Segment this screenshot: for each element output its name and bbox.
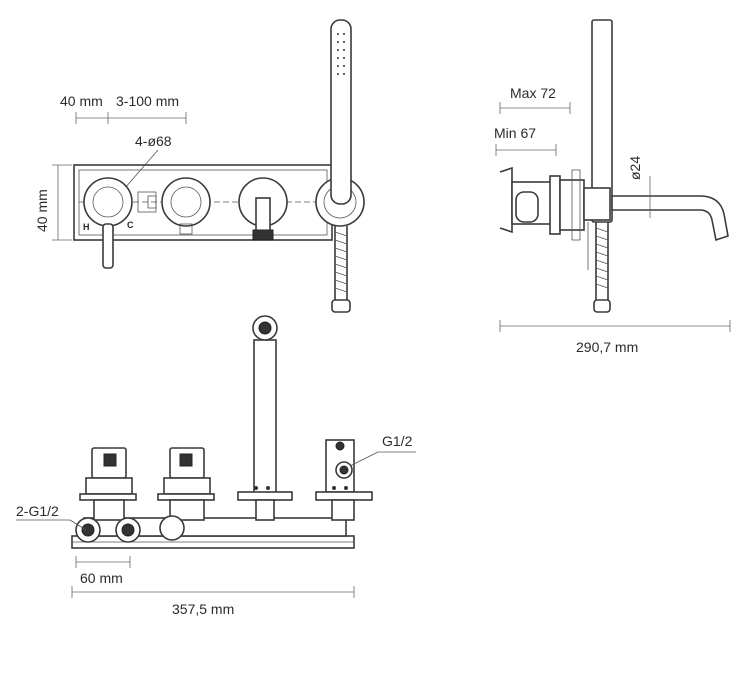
dim-outlet: G1/2 (382, 433, 413, 449)
inlet-right (115, 517, 141, 543)
inlet-leader: 2-G1/2 (16, 503, 87, 531)
min-dimension: Min 67 (494, 125, 557, 156)
front-height-dimension: 40 mm (34, 164, 72, 241)
shower-head-dots (337, 33, 345, 75)
max-dimension: Max 72 (499, 85, 571, 114)
dim-holes: 4-ø68 (135, 133, 172, 149)
front-top-dimension: 40 mm 3-100 mm (60, 93, 187, 124)
dim-diameter: ø24 (627, 156, 643, 180)
dim-height: 40 mm (34, 189, 50, 232)
bottom-valve-1 (79, 447, 137, 521)
front-spout (238, 177, 288, 241)
front-valve-2 (161, 177, 211, 235)
base-bar (71, 535, 355, 549)
cold-mark: C (127, 220, 134, 230)
inlet-left (75, 517, 101, 543)
bottom-shower-holder (315, 439, 373, 521)
bottom-valve-2 (157, 447, 215, 541)
dim-total-length: 357,5 mm (172, 601, 234, 617)
bottom-view: G1/2 2-G1/2 60 mm 357,5 mm (16, 315, 416, 617)
front-view: 40 mm 3-100 mm 4-ø68 40 mm (34, 19, 365, 313)
bottom-spout (237, 315, 293, 521)
dim-max: Max 72 (510, 85, 556, 101)
dim-inlet: 2-G1/2 (16, 503, 59, 519)
side-length-dimension: 290,7 mm (499, 320, 731, 355)
side-body (499, 19, 729, 313)
outlet-leader: G1/2 (349, 433, 416, 467)
front-connector (137, 191, 157, 213)
dim-spacing: 3-100 mm (116, 93, 179, 109)
dim-width-left: 40 mm (60, 93, 103, 109)
total-length-dimension: 357,5 mm (71, 586, 355, 617)
dim-length: 290,7 mm (576, 339, 638, 355)
side-view: Max 72 Min 67 (494, 19, 731, 355)
front-shower-holder (315, 19, 365, 313)
inlet-spacing-dimension: 60 mm (75, 556, 131, 586)
hot-mark: H (83, 222, 90, 232)
front-valve-1 (83, 177, 133, 269)
dim-inlet-spacing: 60 mm (80, 570, 123, 586)
dim-min: Min 67 (494, 125, 536, 141)
spout-diameter: ø24 (627, 156, 651, 218)
